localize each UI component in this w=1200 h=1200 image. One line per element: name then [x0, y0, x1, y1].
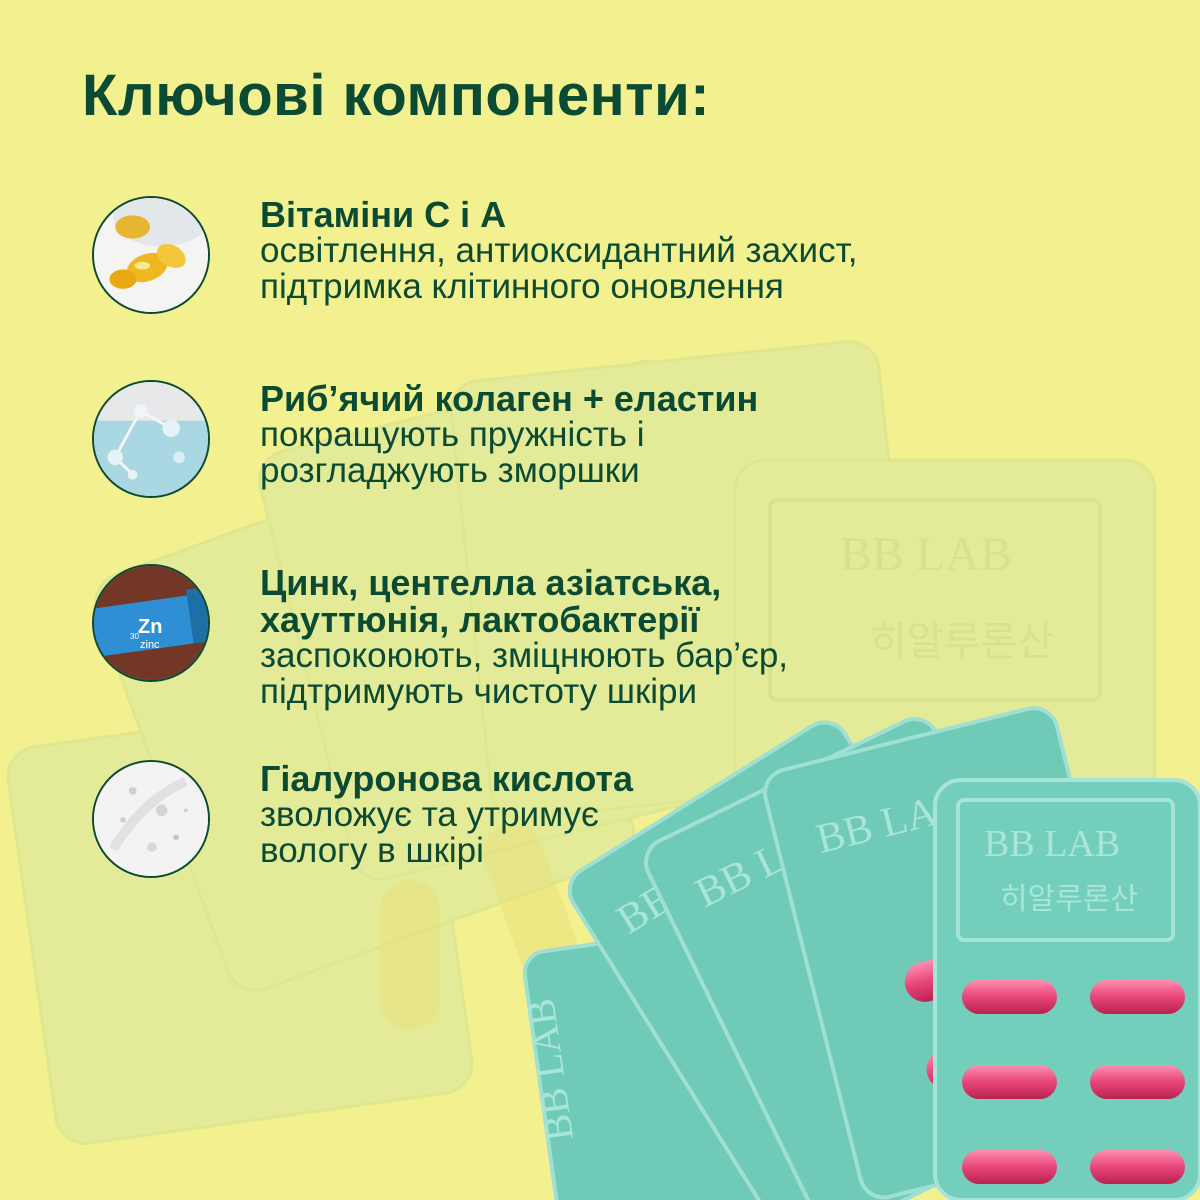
ingredient-description: освітлення, антиоксидантний захист, підт…	[260, 231, 858, 306]
ingredient-item-zinc: 30 Zn zinc Цинк, центелла азіатська, хау…	[92, 564, 992, 714]
molecule-icon	[92, 380, 210, 498]
ingredient-description: заспокоюють, зміцнюють бар’єр, підтримую…	[260, 636, 789, 711]
ingredient-description: зволожує та утримує вологу в шкірі	[260, 795, 599, 870]
ingredient-description: покращують пружність і розгладжують змор…	[260, 415, 645, 490]
gel-drops-icon	[92, 760, 210, 878]
svg-text:BB LAB: BB LAB	[518, 996, 583, 1144]
zinc-number: 30	[130, 632, 139, 641]
ingredient-item-hyaluronic: Гіалуронова кислота зволожує та утримує …	[92, 760, 992, 910]
ingredient-text: Риб’ячий колаген + еластин покращують пр…	[260, 380, 980, 489]
vitamin-capsules-icon	[92, 196, 210, 314]
pack-korean-label: 히알루론산	[1000, 882, 1138, 917]
ingredient-heading: Вітаміни С і А	[260, 194, 507, 235]
zinc-symbol: Zn	[138, 616, 163, 638]
ingredient-heading: Гіалуронова кислота	[260, 758, 634, 799]
ingredient-heading: Риб’ячий колаген + еластин	[260, 378, 759, 419]
zinc-vial-icon: 30 Zn zinc	[92, 564, 210, 682]
ingredient-text: Цинк, центелла азіатська, хауттюнія, лак…	[260, 564, 980, 710]
ingredient-text: Вітаміни С і А освітлення, антиоксидантн…	[260, 196, 980, 305]
ingredient-item-collagen: Риб’ячий колаген + еластин покращують пр…	[92, 380, 992, 530]
ingredient-heading: Цинк, центелла азіатська, хауттюнія, лак…	[260, 562, 722, 640]
zinc-name: zinc	[140, 639, 160, 651]
ingredient-item-vitamins: Вітаміни С і А освітлення, антиоксидантн…	[92, 196, 992, 346]
pack-brand-label: BB LAB	[984, 823, 1121, 865]
page-title: Ключові компоненти:	[82, 63, 711, 128]
ingredient-text: Гіалуронова кислота зволожує та утримує …	[260, 760, 980, 869]
